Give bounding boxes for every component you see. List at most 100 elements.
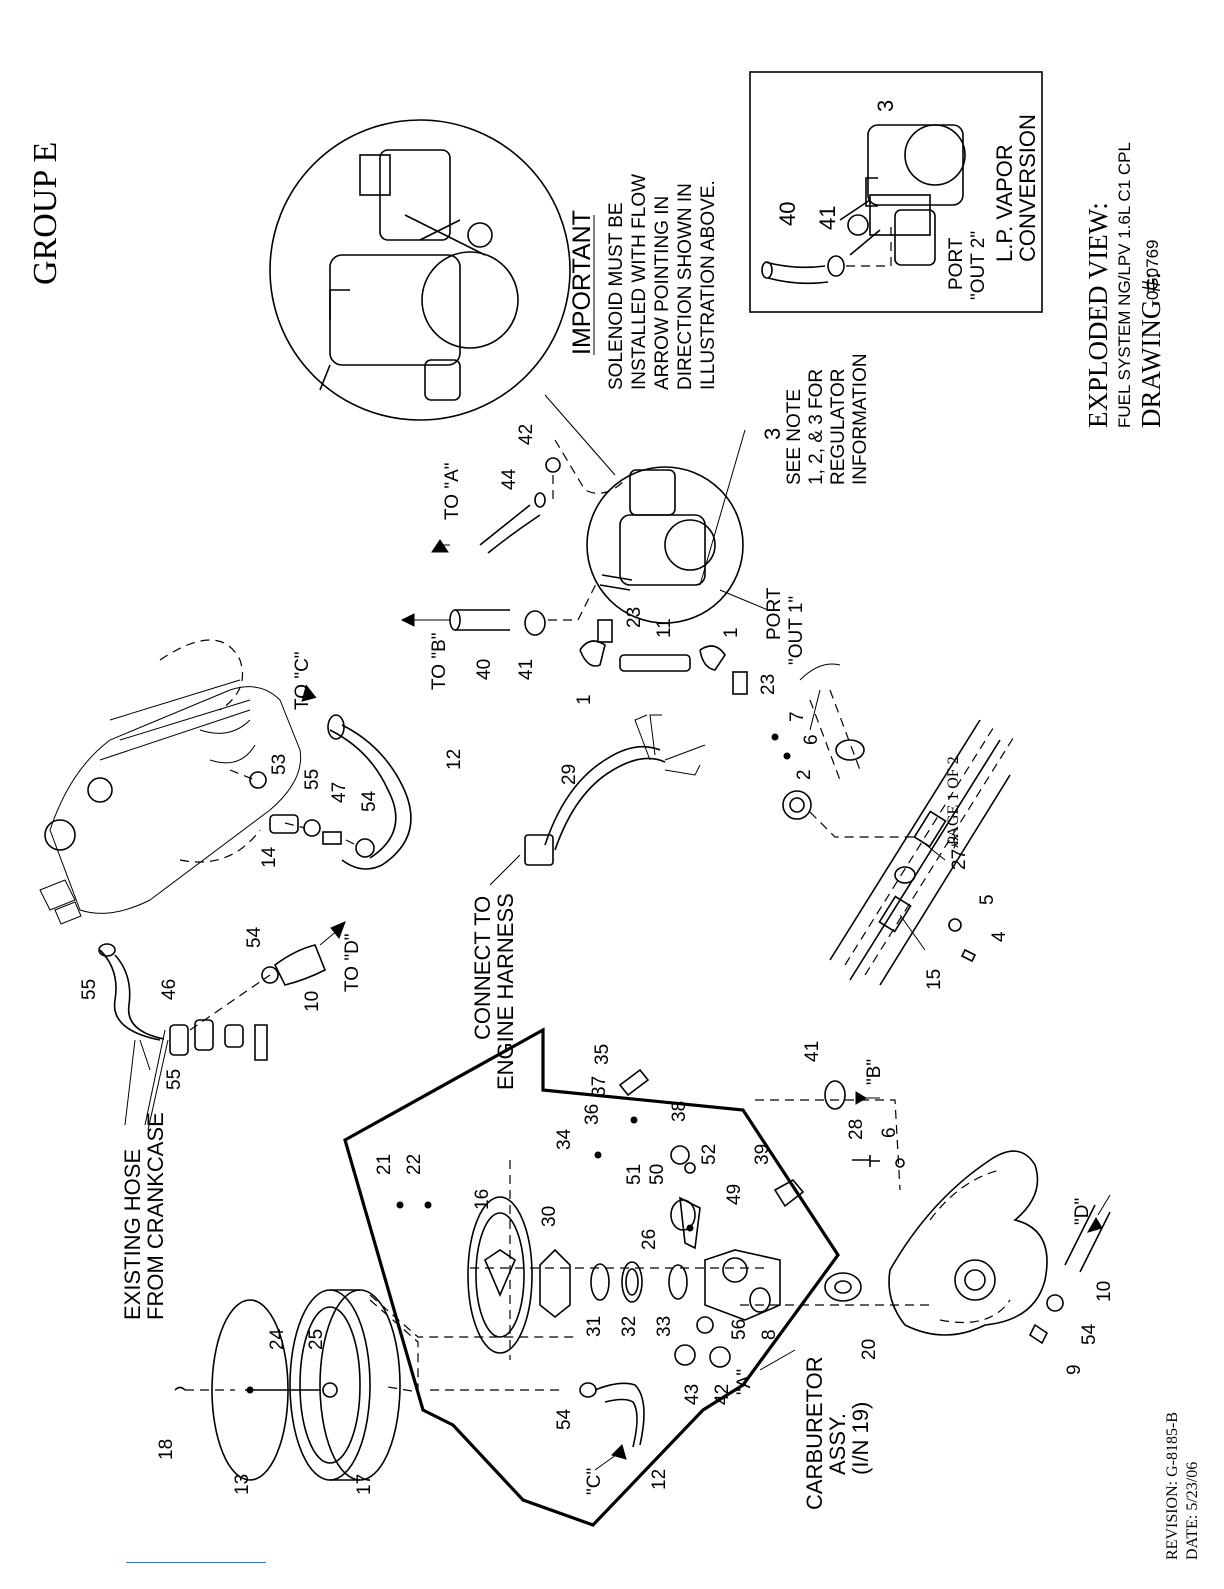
callout-28: 28 [846, 1119, 867, 1140]
callout-54d: 54 [1079, 1323, 1100, 1345]
callout-47: 47 [329, 782, 350, 803]
callout-33: 33 [654, 1316, 675, 1337]
callout-12a: 12 [444, 749, 465, 770]
callout-22: 22 [404, 1154, 425, 1175]
label-d: "D" [1072, 1198, 1093, 1225]
callout-54b: 54 [244, 926, 265, 948]
drawing-number-label: DRAWING #: [1136, 272, 1166, 428]
drawing-subtitle: FUEL SYSTEM NG/LPV 1.6L C1 CPL [1115, 142, 1134, 428]
callout-12b: 12 [649, 1469, 670, 1490]
callout-10b: 10 [1094, 1281, 1115, 1302]
callout-26: 26 [639, 1229, 660, 1250]
engine-block [39, 639, 302, 925]
callout-50: 50 [647, 1164, 668, 1185]
label-c: "C" [584, 1468, 605, 1495]
callout-7: 7 [787, 711, 808, 722]
hose-44-group: TO "A" 44 42 [431, 424, 626, 554]
port-out1-line1: PORT [764, 587, 785, 640]
callout-56: 56 [729, 1319, 750, 1340]
existing-hose-line1: EXISTING HOSE [120, 1149, 145, 1320]
to-d-label: TO "D" [342, 933, 363, 992]
regulator-assembly: 3 SEE NOTE 1, 2, & 3 FOR REGULATOR INFOR… [586, 353, 871, 665]
carburetor-line2: ASSY. [825, 1413, 850, 1475]
revision-date: DATE: 5/23/06 [1184, 1462, 1201, 1560]
important-line5: ILLUSTRATION ABOVE. [698, 180, 719, 390]
callout-55b: 55 [79, 979, 100, 1000]
callout-3: 3 [760, 428, 785, 440]
port-out2-line1: PORT [946, 237, 967, 290]
callout-17: 17 [354, 1474, 375, 1495]
solenoid-detail: IMPORTANT SOLENOID MUST BE INSTALLED WIT… [269, 119, 719, 476]
callout-32: 32 [619, 1316, 640, 1337]
callout-55c: 55 [164, 1069, 185, 1090]
important-line4: DIRECTION SHOWN IN [675, 183, 696, 390]
existing-crankcase-hose: 55 46 55 54 10 TO "D" EXISTING HOSE FROM… [79, 921, 363, 1320]
callout-44: 44 [499, 468, 520, 490]
regulator-note-line1: SEE NOTE [784, 389, 805, 485]
lp-vapor-line1: L.P. VAPOR [992, 144, 1017, 262]
callout-52: 52 [699, 1144, 720, 1165]
callout-6b: 6 [879, 1127, 900, 1138]
regulator-note-line2: 1, 2, & 3 FOR [806, 369, 827, 485]
callout-6a: 6 [801, 734, 822, 745]
callout-18: 18 [156, 1439, 177, 1460]
callout-34: 34 [554, 1128, 575, 1150]
callout-10a: 10 [302, 991, 323, 1012]
callout-41: 41 [516, 659, 537, 680]
to-a-label: TO "A" [442, 463, 463, 520]
drawing-title: EXPLODED VIEW: [1083, 202, 1113, 428]
callout-24: 24 [267, 1328, 288, 1350]
callout-27: 27** [949, 833, 970, 870]
carburetor-parts: 21 22 16 30 31 32 33 56 8 26 51 50 49 52… [369, 1044, 930, 1495]
callout-37: 37 [589, 1076, 610, 1097]
callout-30: 30 [539, 1206, 560, 1227]
callout-9: 9 [1064, 1364, 1085, 1375]
label-b: "B" [864, 1059, 885, 1085]
callout-5: 5 [977, 894, 998, 905]
callout-21: 21 [374, 1154, 395, 1175]
callout-25: 25 [306, 1329, 327, 1350]
callout-49: 49 [724, 1184, 745, 1205]
regulator-note-line4: INFORMATION [850, 353, 871, 485]
callout-3-inset: 3 [873, 100, 898, 112]
lp-vapor-line2: CONVERSION [1015, 114, 1040, 262]
regulator-note-line3: REGULATOR [828, 369, 849, 486]
intake-manifold: 20 "D" 10 54 9 [824, 1150, 1115, 1375]
crankcase-hose-parts: TO "C" 12 53 55 47 54 14 [229, 651, 465, 870]
existing-hose-line2: FROM CRANKCASE [143, 1112, 168, 1320]
group-title: GROUP E [27, 142, 64, 285]
important-line3: ARROW POINTING IN [652, 196, 673, 390]
hose-40-group: TO "B" 40 41 [400, 579, 599, 690]
callout-39: 39 [752, 1144, 773, 1165]
connect-line2: ENGINE HARNESS [493, 893, 518, 1090]
important-line2: INSTALLED WITH FLOW [629, 174, 650, 390]
to-c-label: TO "C" [292, 651, 313, 710]
carburetor-line1: CARBURETOR [802, 1356, 827, 1510]
callout-11: 11 [654, 618, 675, 638]
to-b-label: TO "B" [429, 633, 450, 690]
callout-2: 2 [794, 769, 815, 780]
port-out1-line2: "OUT 1" [786, 596, 807, 665]
important-title: IMPORTANT [568, 210, 596, 355]
callout-54a: 54 [359, 790, 380, 812]
callout-14: 14 [259, 846, 280, 868]
carburetor-assy-label: CARBURETOR ASSY. (I/N 19) [759, 1349, 873, 1510]
callout-4: 4 [989, 931, 1010, 942]
frame-rail: 2 6 7 27** 5 4 15 [771, 663, 1016, 990]
callout-41c: 41 [802, 1041, 823, 1062]
callout-23b: 23 [758, 674, 779, 695]
callout-1b: 1 [721, 627, 742, 638]
callout-40-inset: 40 [775, 202, 800, 226]
callout-38: 38 [669, 1101, 690, 1122]
callout-20: 20 [859, 1339, 880, 1360]
callout-40: 40 [474, 659, 495, 680]
carburetor-panel-outline [343, 1027, 840, 1527]
callout-29: 29 [559, 764, 580, 785]
important-line1: SOLENOID MUST BE [606, 202, 627, 390]
drawing-number: 0G0769 [1143, 240, 1162, 301]
label-a: "A" [734, 1369, 755, 1395]
page-link-underline [126, 1562, 266, 1563]
wiring-harness: 29 CONNECT TO ENGINE HARNESS [470, 714, 706, 1090]
